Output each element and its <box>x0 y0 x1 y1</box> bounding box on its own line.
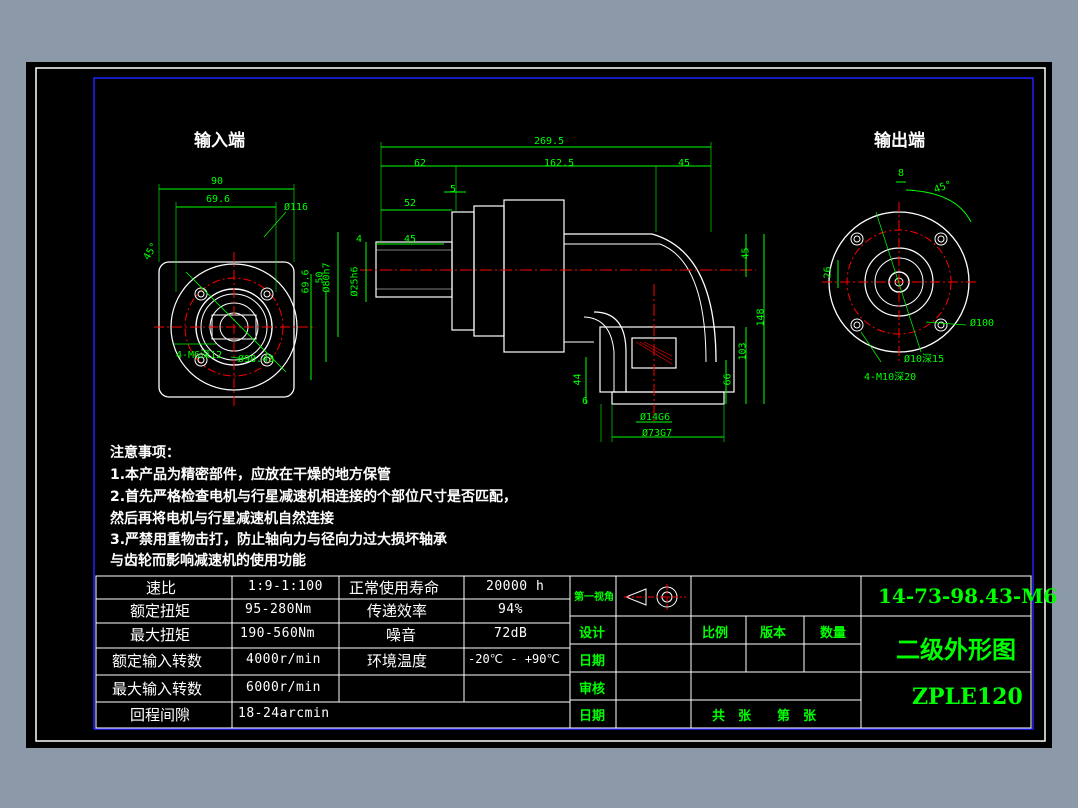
note-line-4: 3.严禁用重物击打，防止轴向力与径向力过大损坏轴承 <box>110 532 448 548</box>
spec-label: 噪音 <box>386 626 417 644</box>
dim-4-m6: 4-M6深12 <box>176 350 223 361</box>
dim-52: 52 <box>404 198 417 209</box>
output-end-title: 输出端 <box>874 131 925 151</box>
dim-103: 103 <box>737 342 749 361</box>
dim-116: Ø116 <box>284 202 309 213</box>
dim-69-6: 69.6 <box>206 194 231 205</box>
spec-label: 额定扭矩 <box>130 602 191 620</box>
outer-frame <box>35 67 1046 742</box>
dim-269-5: 269.5 <box>534 136 565 147</box>
spec-value: 1:9-1:100 <box>248 579 323 594</box>
input-end-title: 输入端 <box>194 131 245 151</box>
spec-value: 95-280Nm <box>245 602 312 617</box>
dim-m10-20: 4-M10深20 <box>864 372 917 383</box>
dim-4: 4 <box>356 234 363 245</box>
drawing-code: 14-73-98.43-M6 <box>878 584 1058 608</box>
note-line-5: 与齿轮而影响减速机的使用功能 <box>110 553 306 569</box>
input-end-view <box>154 184 327 407</box>
dim-45-top: 45 <box>678 158 691 169</box>
note-line-2: 2.首先严格检查电机与行星减速机相连接的个部位尺寸是否匹配， <box>110 489 518 505</box>
review-label: 审核 <box>579 682 606 697</box>
dim-80h7: Ø80h7 <box>321 262 333 293</box>
side-view <box>337 142 765 442</box>
dim-62: 62 <box>414 158 427 169</box>
note-line-3: 然后再将电机与行星减速机自然连接 <box>110 511 334 527</box>
dim-26: 26 <box>822 266 834 279</box>
spec-label: 额定输入转数 <box>112 652 203 670</box>
dim-98-43: Ø98.43 <box>238 354 275 365</box>
design-label: 设计 <box>579 626 606 641</box>
spec-label: 正常使用寿命 <box>349 579 440 597</box>
drawing-name: 二级外形图 <box>896 635 1016 664</box>
dim-8: 8 <box>898 168 905 179</box>
spec-label: 回程间隙 <box>130 706 191 724</box>
spec-label: 环境温度 <box>367 652 428 670</box>
drawing-sheet: 输入端 输出端 90 69.6 Ø116 45° 50 69.6 4-M6深12… <box>26 62 1057 748</box>
spec-value: 190-560Nm <box>240 626 315 641</box>
dim-90: 90 <box>211 176 224 187</box>
dim-m10-15: Ø10深15 <box>904 354 945 365</box>
dim-25h6: Ø25h6 <box>349 266 361 297</box>
inner-border <box>93 77 1034 730</box>
spec-value: 72dB <box>494 626 528 641</box>
notes-title: 注意事项： <box>110 445 180 461</box>
model-number: ZPLE120 <box>912 684 1023 710</box>
dim-45-vertical: 45 <box>740 247 752 260</box>
quantity-label: 数量 <box>820 626 847 641</box>
cad-drawing <box>35 67 1046 742</box>
spec-label: 速比 <box>146 579 177 597</box>
spec-value: 20000 h <box>486 579 545 594</box>
dim-73g7: Ø73G7 <box>642 428 673 439</box>
date-label-2: 日期 <box>579 709 606 724</box>
spec-label: 最大扭矩 <box>130 626 191 644</box>
output-end-view <box>822 181 976 363</box>
dim-69-6-vertical: 69.6 <box>300 269 312 294</box>
spec-value: 94% <box>498 602 523 617</box>
spec-value: 18-24arcmin <box>238 706 330 721</box>
date-label-1: 日期 <box>579 654 606 669</box>
dim-44: 44 <box>572 373 584 386</box>
first-angle-label: 第一视角 <box>574 592 614 603</box>
spec-label: 最大输入转数 <box>112 680 203 698</box>
spec-label: 传递效率 <box>367 602 428 620</box>
dim-162-5: 162.5 <box>544 158 575 169</box>
spec-value: 4000r/min <box>246 652 321 667</box>
dim-5: 5 <box>450 184 457 195</box>
version-label: 版本 <box>760 626 787 641</box>
title-block-lines <box>569 575 1032 729</box>
dim-100: Ø100 <box>970 318 995 329</box>
dim-148: 148 <box>755 308 767 327</box>
note-line-1: 1.本产品为精密部件，应放在干燥的地方保管 <box>110 467 392 483</box>
dim-14g6: Ø14G6 <box>640 412 671 423</box>
dim-45-shaft: 45 <box>404 234 417 245</box>
scale-label: 比例 <box>702 626 729 641</box>
sheets-label: 共 张 第 张 <box>712 709 817 724</box>
spec-value: -20℃ - +90℃ <box>468 652 560 666</box>
spec-value: 6000r/min <box>246 680 321 695</box>
dim-6: 6 <box>582 396 589 407</box>
first-angle-symbol <box>624 584 686 610</box>
dim-66: 66 <box>722 373 734 386</box>
